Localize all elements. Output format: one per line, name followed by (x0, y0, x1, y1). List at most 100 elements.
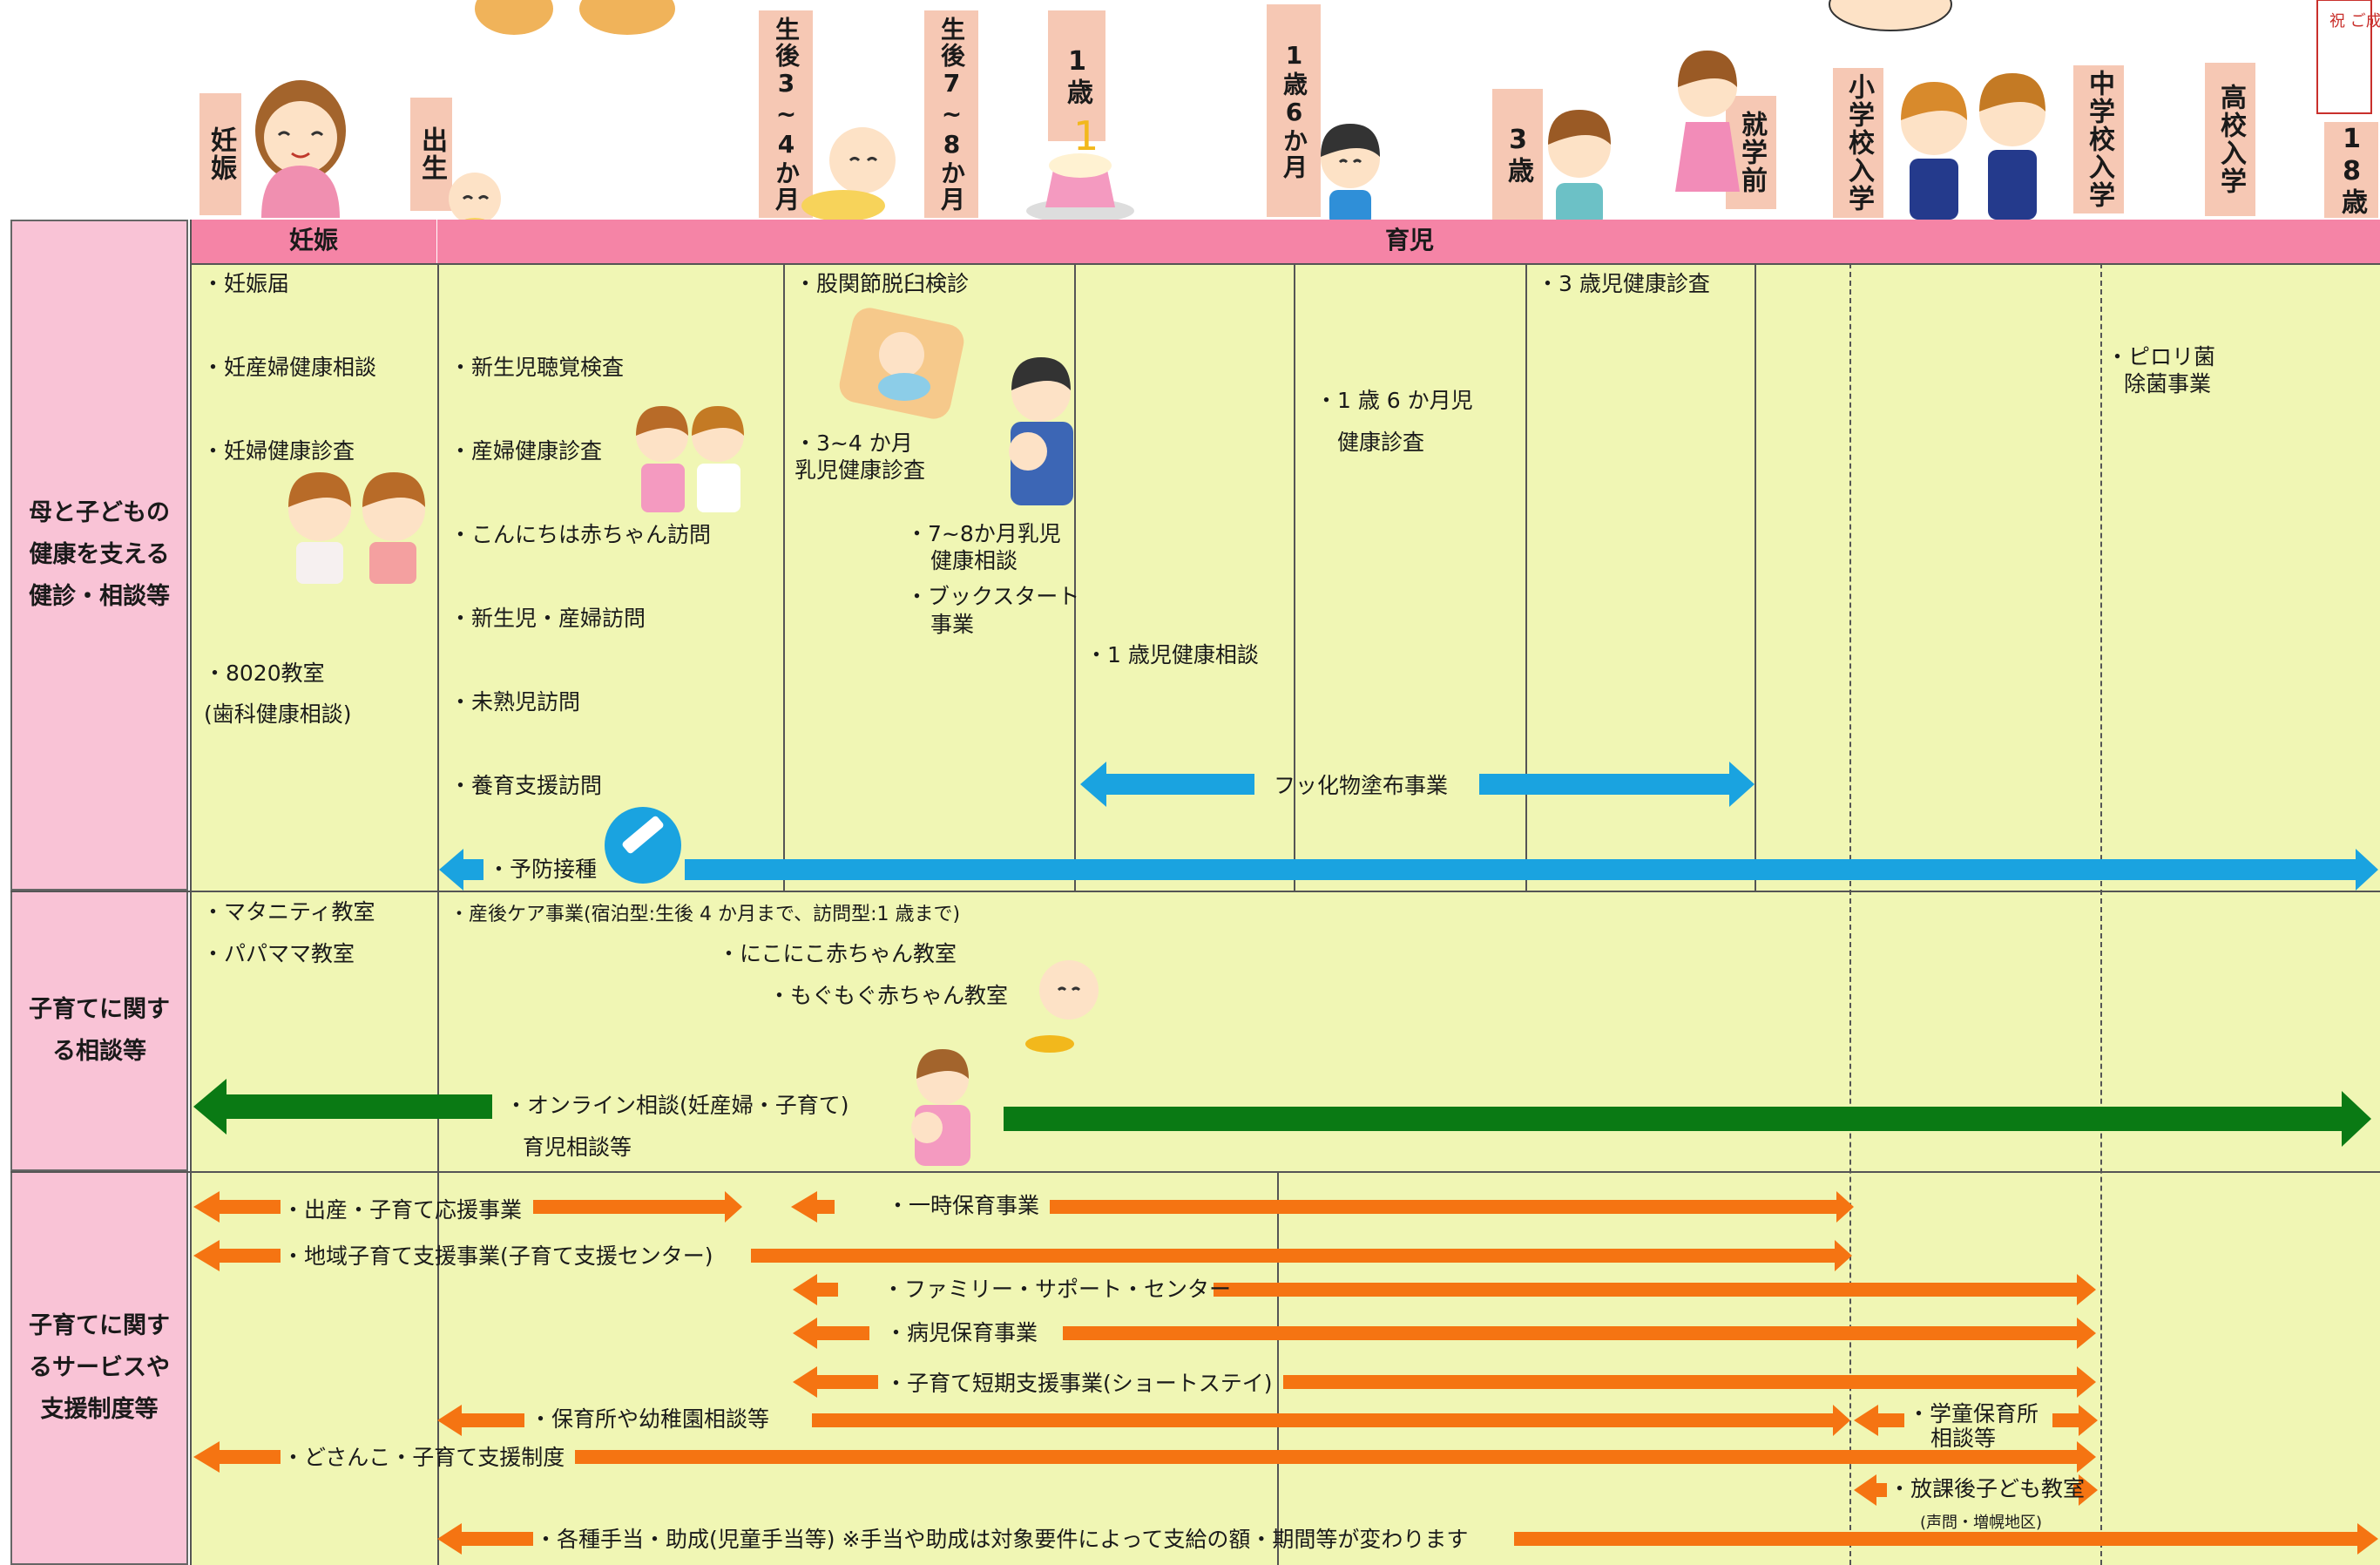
column-divider-pregnancy (190, 220, 192, 1565)
item-premature-visit: ・未熟児訪問 (450, 689, 581, 715)
column-divider-preschool (1755, 263, 1756, 891)
svg-text:1: 1 (1073, 112, 1099, 159)
family-support-arrow-left (793, 1274, 838, 1305)
stage-label-3-years: 3歳 (1492, 89, 1543, 220)
online-consult-arrow-right (1004, 1091, 2371, 1147)
community-support-arrow-left (193, 1240, 281, 1271)
item-hello-baby-visit: ・こんにちは赤ちゃん訪問 (450, 522, 712, 547)
childcare-band (437, 220, 2380, 263)
mother-holding-baby-illustration (911, 1049, 970, 1166)
item-1-year-6-months-checkup: 健康診査 (1337, 430, 1425, 455)
coming-of-age-banner-illustration: 祝 ご成人 (2316, 0, 2380, 114)
birth-support-arrow-right (533, 1191, 742, 1223)
item-8020-class: ・8020教室 (204, 661, 325, 686)
temp-childcare-arrow-right (1050, 1191, 1854, 1223)
item-newborn-hearing: ・新生児聴覚検査 (450, 355, 625, 380)
item-afterschool-area: (声問・増幌地区) (1920, 1514, 2043, 1532)
header-divider (190, 263, 2380, 265)
item-h-pylori: ・ピロリ菌 (2106, 344, 2216, 369)
fluoride-arrow-left (1080, 762, 1254, 807)
child-3yo-illustration (1548, 110, 1611, 227)
column-divider-3-4-months (783, 263, 785, 891)
item-afterschool-class: ・放課後子ども教室 (1889, 1476, 2086, 1501)
temp-childcare-arrow-left (791, 1191, 835, 1223)
item-maternity-class: ・マタニティ教室 (202, 899, 375, 925)
parent-with-baby-illustration (1009, 357, 1073, 505)
stage-label-elementary-entry: 小学校入学 (1833, 68, 1883, 218)
item-childcare-consult: 育児相談等 (523, 1135, 632, 1160)
item-1-year-consult: ・1 歳児健康相談 (1085, 642, 1259, 667)
afterschool-consult-arrow-left (1854, 1405, 1904, 1436)
afterschool-consult-arrow-right (2052, 1405, 2098, 1436)
stage-label-7-8-months: 生後7~8か月 (924, 10, 978, 218)
childcare-band-label: 育児 (1385, 226, 1435, 254)
item-allowances: ・各種手当・助成(児童手当等) ※手当や助成は対象要件によって支給の額・期間等が… (535, 1527, 1469, 1552)
nurse-illustration (288, 472, 425, 584)
stage-label-birth: 出生 (410, 98, 452, 211)
item-bookstart: ・ブックスタート (906, 584, 1080, 609)
item-nikoniko-baby-class: ・にこにこ赤ちゃん教室 (718, 941, 957, 966)
item-papa-mama-class: ・パパママ教室 (202, 941, 355, 966)
fluoride-arrow-right (1479, 762, 1755, 807)
short-stay-arrow-left (793, 1366, 878, 1398)
column-divider-birth (437, 263, 439, 1565)
item-afterschool-care: ・学童保育所 (1908, 1401, 2039, 1426)
item-hip-dislocation-check: ・股関節脱臼検診 (794, 271, 970, 296)
label-fluoride: フッ化物塗布事業 (1274, 773, 1449, 798)
coming-of-age-banner-text: 祝 ご成人 (2329, 12, 2380, 30)
item-birth-childcare-support: ・出産・子育て応援事業 (282, 1197, 523, 1223)
vaccine-arrow-right (685, 849, 2378, 891)
item-postpartum-care: ・産後ケア事業(宿泊型:生後 4 か月まで、訪問型:1 歳まで) (450, 904, 961, 925)
top-cropped-illustration-right (1829, 0, 1952, 31)
elementary-children-illustration (1901, 73, 2045, 220)
row-header-health: 母と子どもの健康を支える健診・相談等 (10, 220, 188, 891)
item-h-pylori-eradication: 除菌事業 (2124, 371, 2212, 396)
item-postpartum-checkup: ・産婦健康診査 (450, 438, 603, 464)
baby-on-mat-illustration (839, 308, 964, 419)
column-divider-1-year (1074, 263, 1076, 891)
toddler-illustration (1321, 124, 1380, 227)
item-temporary-childcare: ・一時保育事業 (887, 1193, 1040, 1218)
family-support-arrow-right (1214, 1274, 2096, 1305)
nursery-consult-arrow-right (812, 1405, 1850, 1436)
table-body-background (190, 263, 2380, 1565)
row-divider-1 (10, 891, 2380, 892)
column-divider-1-year-6-months (1294, 263, 1295, 891)
stage-label-junior-high-entry: 中学校入学 (2073, 65, 2124, 213)
stage-label-1-year: 1歳 (1048, 10, 1105, 141)
stage-label-pregnancy: 妊娠 (199, 93, 241, 215)
online-consult-arrow-left (193, 1079, 492, 1135)
allowance-arrow-right (1514, 1523, 2378, 1555)
syringe-icon (605, 807, 681, 884)
item-community-childcare-support: ・地域子育て支援事業(子育て支援センター) (282, 1243, 713, 1269)
column-divider-services-mid (1277, 1171, 1279, 1565)
item-nursery-consult: ・保育所や幼稚園相談等 (530, 1406, 770, 1432)
dosanko-arrow-left (193, 1441, 281, 1473)
item-maternal-health-consult: ・妊産婦健康相談 (202, 355, 377, 380)
item-parenting-support-visit: ・養育支援訪問 (450, 773, 603, 798)
column-divider-3-years (1525, 263, 1527, 891)
column-divider-elementary (1849, 263, 1851, 1565)
item-short-stay: ・子育て短期支援事業(ショートステイ) (885, 1371, 1273, 1396)
preschool-girl-illustration (1675, 51, 1740, 192)
item-3-year-checkup: ・3 歳児健康診査 (1537, 271, 1710, 296)
row-divider-2 (10, 1171, 2380, 1173)
item-dosanko-support: ・どさんこ・子育て支援制度 (282, 1445, 565, 1470)
item-infant-checkup: 乳児健康診査 (794, 457, 926, 483)
stage-label-18-years: 18歳 (2324, 122, 2378, 218)
item-online-consult: ・オンライン相談(妊産婦・子育て) (505, 1093, 849, 1118)
birthday-cake-illustration: 1 (1026, 112, 1134, 223)
item-7-8-months: ・7~8か月乳児 (906, 521, 1061, 546)
allowance-arrow-left (437, 1523, 533, 1555)
item-family-support-center: ・ファミリー・サポート・センター (882, 1277, 1232, 1302)
crawling-baby-illustration (801, 127, 896, 221)
eating-baby-illustration (1025, 960, 1099, 1053)
vaccine-arrow-left (439, 849, 483, 891)
item-prenatal-checkup: ・妊婦健康診査 (202, 438, 355, 464)
item-mogumogu-baby-class: ・もぐもぐ赤ちゃん教室 (768, 983, 1009, 1008)
stage-label-high-school-entry: 高校入学 (2205, 63, 2255, 216)
short-stay-arrow-right (1283, 1366, 2096, 1398)
item-newborn-visit: ・新生児・産婦訪問 (450, 606, 646, 631)
mother-nurse-illustration (636, 406, 744, 512)
